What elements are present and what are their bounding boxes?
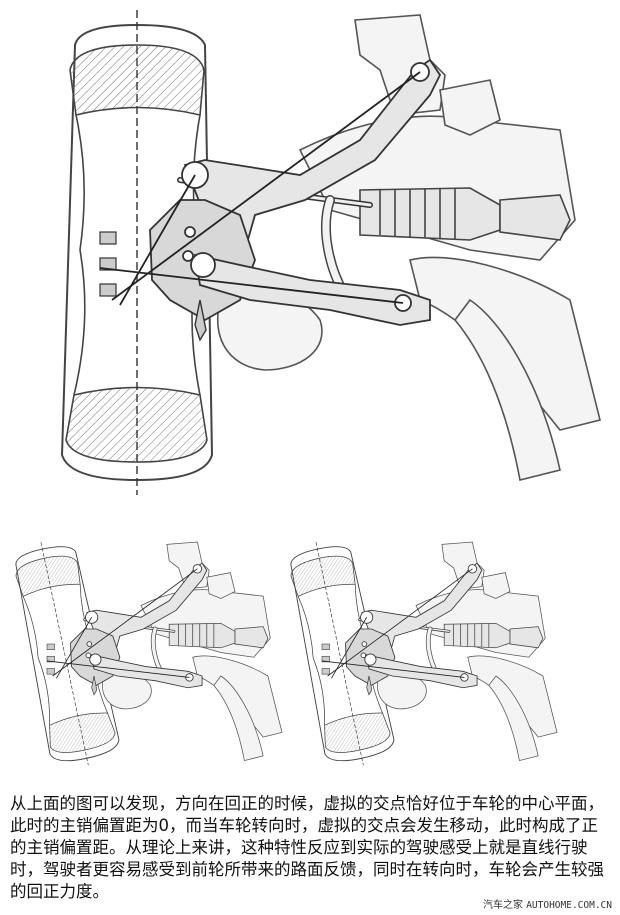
steered-diagram-right (280, 534, 557, 773)
main-diagram (61, 9, 600, 496)
suspension-diagram (5, 9, 620, 773)
watermark-brand: 汽车之家 (483, 900, 524, 911)
steered-diagram-left (5, 534, 282, 773)
watermark-site: AUTOHOME.COM.CN (526, 900, 612, 911)
watermark: 汽车之家 AUTOHOME.COM.CN (483, 896, 612, 911)
caption-text: 从上面的图可以发现，方向在回正的时候，虚拟的交点恰好位于车轮的中心平面，此时的主… (10, 794, 604, 901)
